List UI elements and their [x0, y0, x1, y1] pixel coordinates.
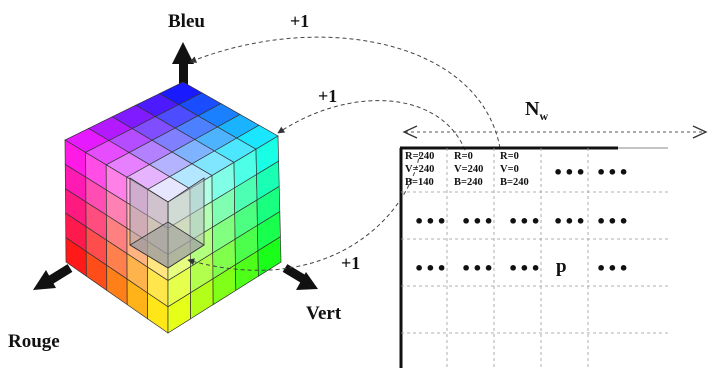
pixel-red-value: R=0 [454, 151, 473, 162]
blue-axis-arrow [172, 42, 194, 86]
pixel-blue-value: B=240 [500, 177, 529, 188]
pixel-p-label: p [556, 256, 567, 277]
pixel-blue-value: B=240 [454, 177, 483, 188]
ellipsis-dots: ••• [414, 212, 448, 231]
cube-cutout [129, 177, 205, 269]
pixel-cell-3: R=0 V=0 B=240 [500, 150, 529, 189]
red-increment-label: +1 [341, 253, 361, 273]
ellipsis-dots: ••• [461, 259, 495, 278]
pixel-red-value: R=240 [405, 151, 435, 162]
ellipsis-dots: ••• [596, 212, 630, 231]
ellipsis-dots: ••• [414, 259, 448, 278]
red-axis-label: Rouge [8, 331, 60, 352]
cube-cell [257, 236, 282, 277]
ellipsis-dots: ••• [508, 259, 542, 278]
ellipsis-dots: ••• [596, 259, 630, 278]
ellipsis-dots: ••• [596, 163, 630, 182]
green-increment-arrow [277, 100, 466, 151]
pixel-red-value: R=0 [500, 151, 519, 162]
image-width-label: Nw [525, 98, 548, 124]
image-width-subscript: w [539, 109, 549, 123]
ellipsis-dots: ••• [553, 163, 587, 182]
green-axis-arrow [282, 264, 318, 290]
ellipsis-dots: ••• [553, 212, 587, 231]
pixel-cell-2: R=0 V=240 B=240 [454, 150, 483, 189]
pixel-green-value: V=240 [454, 164, 484, 175]
pixel-green-value: V=240 [405, 164, 435, 175]
blue-increment-arrow [189, 36, 501, 149]
blue-axis-label: Bleu [168, 11, 205, 32]
pixel-blue-value: B=140 [405, 177, 434, 188]
red-axis-arrow [33, 264, 73, 290]
width-dimension-arrow [402, 125, 708, 139]
cube-cutout-face [129, 221, 205, 269]
green-axis-label: Vert [306, 303, 342, 324]
image-pixel-grid [399, 146, 668, 370]
image-width-symbol: N [525, 98, 540, 120]
cube-top-face [64, 81, 279, 203]
blue-increment-label: +1 [290, 11, 310, 31]
red-increment-arrow [187, 151, 421, 271]
pixel-cell-1: R=240 V=240 B=140 [405, 150, 434, 189]
ellipsis-dots: ••• [508, 212, 542, 231]
green-increment-label: +1 [318, 86, 338, 106]
pixel-green-value: V=0 [500, 164, 519, 175]
ellipsis-dots: ••• [461, 212, 495, 231]
